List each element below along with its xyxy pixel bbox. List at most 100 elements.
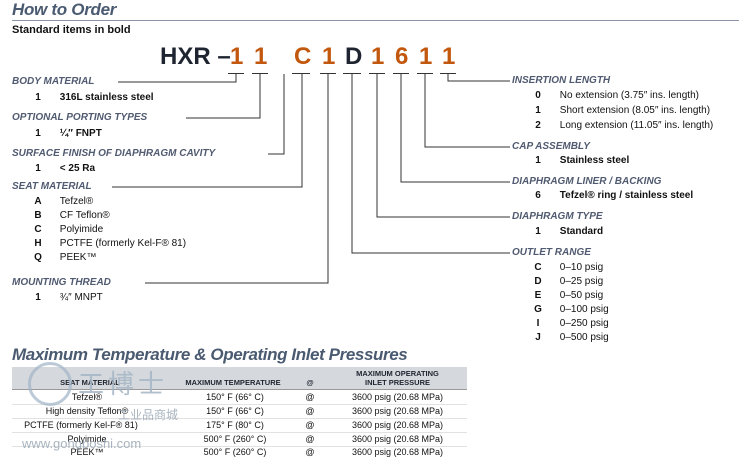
- option-row: 1 ¼″ FNPT: [33, 128, 102, 139]
- cell-seat: PCTFE (formerly Kel-F® 81): [24, 420, 138, 430]
- cell-at: @: [305, 406, 315, 416]
- option-code: D: [534, 276, 542, 287]
- cell-at: @: [305, 420, 315, 430]
- section-mounting-thread: MOUNTING THREAD: [12, 277, 111, 288]
- cell-pressure: 3600 psig (20.68 MPa): [351, 447, 444, 457]
- option-code: 6: [535, 190, 541, 201]
- cell-temp: 500° F (260° C): [203, 447, 267, 457]
- option-value: Long extension (11.05″ ins. length): [559, 120, 714, 131]
- code-char-liner: 6: [395, 43, 409, 70]
- leader-surface-finish: [268, 74, 285, 155]
- cell-seat: High density Teflon®: [45, 406, 129, 416]
- option-value: 0–100 psig: [559, 304, 609, 315]
- option-row: E 0–50 psig: [533, 290, 604, 301]
- option-row: A Tefzel®: [33, 196, 93, 207]
- option-code: 2: [535, 120, 541, 131]
- code-char-cap: 1: [419, 43, 433, 70]
- option-row: H PCTFE (formerly Kel-F® 81): [33, 238, 186, 249]
- option-value: CF Teflon®: [59, 210, 110, 221]
- section-diaphragm-liner: DIAPHRAGM LINER / BACKING: [512, 176, 662, 187]
- option-code: H: [34, 238, 42, 249]
- option-value: No extension (3.75″ ins. length): [559, 90, 699, 101]
- option-row: J 0–500 psig: [533, 332, 609, 343]
- code-char-seat: C: [294, 43, 312, 70]
- row-divider: [12, 418, 467, 419]
- cell-pressure: 3600 psig (20.68 MPa): [351, 406, 444, 416]
- header-at: @: [306, 378, 314, 387]
- header-max-temperature: MAXIMUM TEMPERATURE: [185, 378, 281, 387]
- option-row: D 0–25 psig: [533, 276, 603, 287]
- code-char-insertion: 1: [442, 43, 456, 70]
- cell-temp: 500° F (260° C): [203, 434, 267, 444]
- option-row: 2 Long extension (11.05″ ins. length): [533, 120, 713, 131]
- option-code: C: [534, 262, 542, 273]
- option-value: Stainless steel: [559, 155, 630, 166]
- leader-outlet-range: [351, 74, 510, 254]
- cell-pressure: 3600 psig (20.68 MPa): [351, 434, 444, 444]
- code-underline: [252, 73, 268, 74]
- leader-diaphragm-liner: [400, 74, 510, 183]
- option-value: 0–50 psig: [559, 290, 604, 301]
- option-code: G: [534, 304, 542, 315]
- option-row: 1 316L stainless steel: [33, 92, 153, 103]
- table-header: [12, 367, 467, 390]
- option-row: I 0–250 psig: [533, 318, 609, 329]
- code-prefix: HXR –: [160, 43, 231, 70]
- watermark-logo-icon: [28, 362, 72, 406]
- section-porting-types: OPTIONAL PORTING TYPES: [12, 112, 148, 123]
- option-row: 6 Tefzel® ring / stainless steel: [533, 190, 693, 201]
- option-code: J: [535, 332, 541, 343]
- leader-cap-assembly: [424, 74, 510, 148]
- option-value: 0–25 psig: [559, 276, 604, 287]
- code-underline: [393, 73, 409, 74]
- cell-temp: 150° F (66° C): [206, 392, 264, 402]
- code-char-outlet: D: [345, 43, 363, 70]
- code-char-body: 1: [230, 43, 244, 70]
- leader-seat-material: [112, 74, 303, 188]
- section-outlet-range: OUTLET RANGE: [512, 247, 591, 258]
- code-underline: [369, 73, 385, 74]
- watermark-url: www.gongboshi.com: [22, 436, 142, 451]
- cell-temp: 175° F (80° C): [206, 420, 264, 430]
- section-insertion-length: INSERTION LENGTH: [512, 75, 611, 86]
- option-row: C Polyimide: [33, 224, 103, 235]
- table-title: Maximum Temperature & Operating Inlet Pr…: [12, 345, 408, 364]
- option-code: 1: [35, 128, 41, 139]
- option-value: Short extension (8.05″ ins. length): [559, 105, 711, 116]
- row-divider: [12, 404, 467, 405]
- code-underline: [320, 73, 336, 74]
- leader-body-material: [118, 74, 237, 83]
- option-code: I: [536, 318, 540, 329]
- leader-insertion-length: [447, 74, 510, 82]
- option-code: 1: [535, 155, 541, 166]
- option-value: 0–500 psig: [559, 332, 609, 343]
- code-underline: [228, 73, 244, 74]
- section-cap-assembly: CAP ASSEMBLY: [512, 141, 590, 152]
- cell-seat: PEEK™: [70, 447, 104, 457]
- option-row: Q PEEK™: [33, 252, 96, 263]
- option-value: PEEK™: [59, 252, 97, 263]
- option-code: Q: [34, 252, 42, 263]
- option-value: 0–250 psig: [559, 318, 609, 329]
- cell-seat: Tefzel®: [71, 392, 103, 402]
- leader-porting: [186, 74, 261, 119]
- option-code: 1: [535, 226, 541, 237]
- cell-at: @: [305, 392, 315, 402]
- watermark-brand: 工博士: [78, 369, 169, 399]
- option-row: 1 ¾″ MNPT: [33, 292, 103, 303]
- code-char-diaphragm: 1: [371, 43, 385, 70]
- option-code: E: [534, 290, 542, 301]
- cell-pressure: 3600 psig (20.68 MPa): [351, 420, 444, 430]
- leader-mounting-thread: [145, 74, 329, 284]
- row-divider: [12, 432, 467, 433]
- option-code: A: [34, 196, 42, 207]
- option-value: Tefzel® ring / stainless steel: [559, 190, 694, 201]
- option-value: Polyimide: [59, 224, 104, 235]
- option-value: < 25 Ra: [59, 163, 96, 174]
- section-diaphragm-type: DIAPHRAGM TYPE: [512, 211, 603, 222]
- option-row: B CF Teflon®: [33, 210, 110, 221]
- option-row: C 0–10 psig: [533, 262, 603, 273]
- option-code: 1: [35, 292, 41, 303]
- section-body-material: BODY MATERIAL: [12, 76, 95, 87]
- option-code: C: [34, 224, 42, 235]
